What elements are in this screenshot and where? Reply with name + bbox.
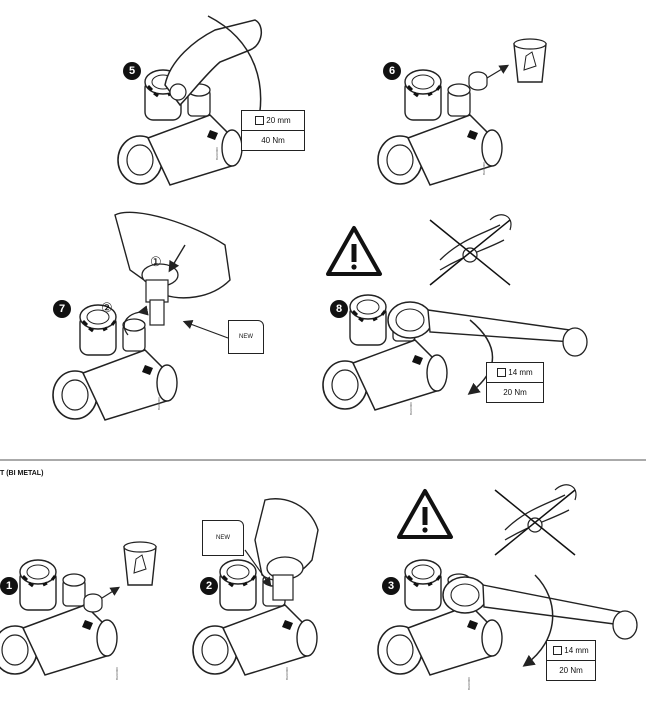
step6-illustration: BHK0000 xyxy=(376,38,547,187)
spec-box-step5: 20 mm 40 Nm xyxy=(241,110,305,151)
spec-box-stepb3: 14 mm 20 Nm xyxy=(546,640,596,681)
step-badge: 3 xyxy=(382,577,400,595)
wrench-icon xyxy=(164,19,262,107)
square-icon xyxy=(255,116,265,125)
bin-cup-icon xyxy=(513,38,547,83)
svg-text:BHK0000: BHK0000 xyxy=(285,667,289,680)
step-badge: 6 xyxy=(383,62,401,80)
hand-icon xyxy=(114,211,231,299)
svg-text:BHK0000: BHK0000 xyxy=(215,147,219,160)
svg-text:BHK0000: BHK0000 xyxy=(467,677,471,690)
new-part-tag: NEW xyxy=(228,320,264,354)
circled-2-label: ② xyxy=(101,300,113,315)
warning-icon xyxy=(397,489,453,539)
new-part-tag: NEW xyxy=(202,520,244,556)
svg-text:BHK0000: BHK0000 xyxy=(409,402,413,415)
step-badge: 5 xyxy=(123,62,141,80)
square-icon xyxy=(553,646,563,655)
no-pliers-icon xyxy=(429,214,512,286)
step5-illustration: BHK0000 xyxy=(116,15,264,187)
cap-icon xyxy=(468,71,488,91)
step-badge: 2 xyxy=(200,577,218,595)
step-badge: 8 xyxy=(330,300,348,318)
step-badge: 1 xyxy=(0,577,18,595)
bin-cup-icon xyxy=(123,541,157,586)
stepb3-illustration: BHK0000 xyxy=(376,484,638,690)
spec-box-step8: 14 mm 20 Nm xyxy=(486,362,544,403)
square-icon xyxy=(497,368,507,377)
step7-illustration: 5 BHK0000 xyxy=(51,211,231,422)
stepb1-illustration: BHK0000 xyxy=(0,541,157,680)
warning-icon xyxy=(326,226,382,276)
svg-text:BHK0000: BHK0000 xyxy=(115,667,119,680)
step8-illustration: BHK0000 xyxy=(321,214,588,415)
cap-icon xyxy=(83,593,103,613)
step-badge: 7 xyxy=(53,300,71,318)
svg-text:BHK0000: BHK0000 xyxy=(482,162,486,175)
circled-1-label: ① xyxy=(150,254,162,269)
svg-text:BHK0000: BHK0000 xyxy=(157,397,161,410)
no-pliers-icon xyxy=(494,484,577,556)
stepb2-illustration: BHK0000 xyxy=(191,498,319,680)
section-label: T (BI METAL) xyxy=(0,470,44,477)
